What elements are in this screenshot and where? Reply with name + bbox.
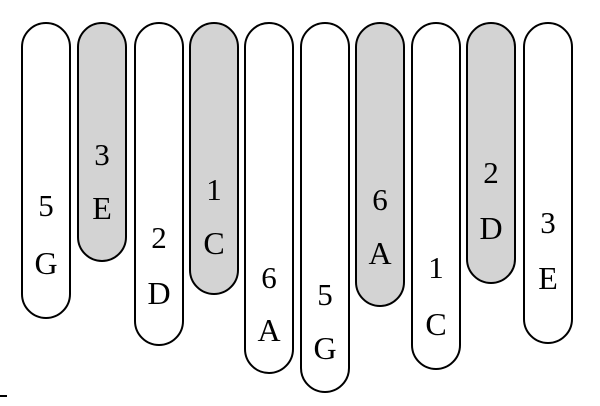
tine-note: G — [313, 330, 337, 366]
tine-number: 5 — [317, 277, 333, 312]
tine-2: 3 E — [77, 22, 127, 262]
tine-number: 2 — [483, 155, 499, 190]
tine-6: 5 G — [300, 22, 350, 393]
tine-4: 1 C — [189, 22, 239, 295]
tine-number: 6 — [261, 260, 277, 295]
tine-1: 5 G — [21, 22, 71, 319]
tine-note: E — [92, 190, 112, 226]
tine-note: C — [425, 306, 447, 342]
tine-8: 1 C — [411, 22, 461, 370]
corner-tick-mark — [0, 395, 7, 397]
tine-10: 3 E — [523, 22, 573, 344]
tine-note: D — [479, 210, 503, 246]
tine-note: A — [257, 312, 281, 348]
tine-number: 5 — [38, 188, 54, 223]
tine-9: 2 D — [466, 22, 516, 284]
tine-note: D — [147, 275, 171, 311]
tine-note: G — [34, 245, 58, 281]
tine-number: 1 — [428, 250, 444, 285]
tine-number: 3 — [94, 137, 110, 172]
tine-number: 2 — [151, 220, 167, 255]
tine-7: 6 A — [355, 22, 405, 307]
tine-note: E — [538, 260, 558, 296]
tine-number: 6 — [372, 182, 388, 217]
tine-number: 1 — [206, 172, 222, 207]
tine-note: A — [368, 235, 392, 271]
tine-note: C — [203, 225, 225, 261]
tine-5: 6 A — [244, 22, 294, 374]
tine-number: 3 — [540, 205, 556, 240]
tine-3: 2 D — [134, 22, 184, 346]
